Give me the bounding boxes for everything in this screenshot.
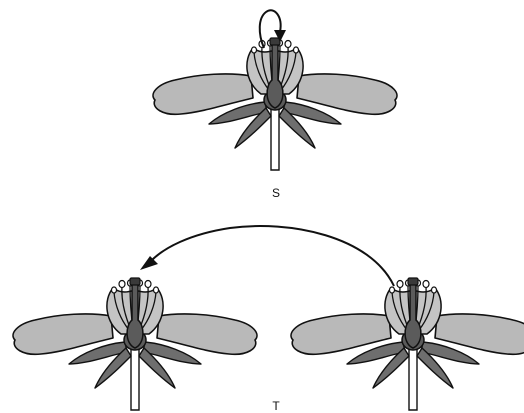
panel-s bbox=[153, 10, 397, 170]
flower-donor bbox=[291, 278, 524, 410]
panel-label-s: S bbox=[272, 186, 280, 200]
flower-recipient bbox=[13, 278, 257, 410]
panel-t bbox=[13, 226, 524, 410]
cross-pollination-arrow bbox=[140, 226, 394, 286]
panel-label-t: T bbox=[272, 399, 279, 413]
flower-self bbox=[153, 38, 397, 170]
